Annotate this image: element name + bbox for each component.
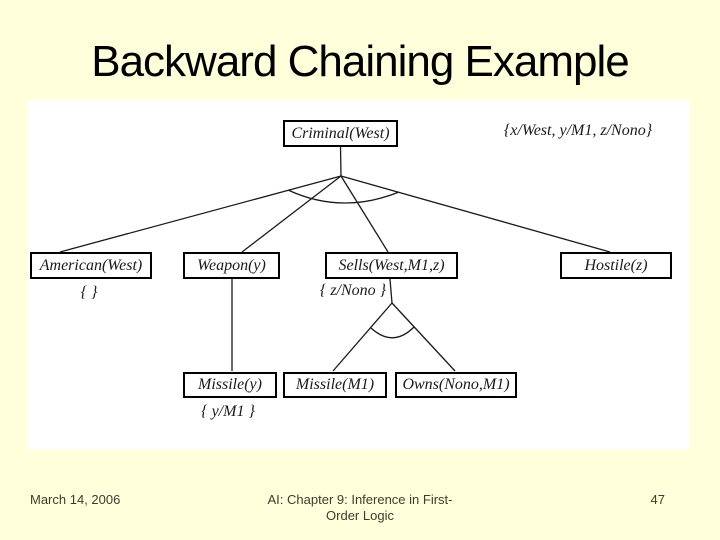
node-hostile-z: Hostile(z)	[560, 252, 672, 279]
edge-criminal-american	[59, 175, 342, 253]
footer-course-title: AI: Chapter 9: Inference in First- Order…	[180, 492, 540, 524]
node-missile-y: Missile(y)	[183, 372, 277, 398]
proof-tree-diagram: {x/West, y/M1, z/Nono} Criminal(West) Am…	[28, 100, 690, 450]
node-weapon-y: Weapon(y)	[183, 252, 280, 279]
node-american-west: American(West)	[30, 252, 152, 279]
edge-criminal-hostile	[340, 175, 611, 253]
substitution-global: {x/West, y/M1, z/Nono}	[503, 122, 653, 139]
node-sells-west-m1-z: Sells(West,M1,z)	[325, 252, 458, 279]
slide-title: Backward Chaining Example	[91, 37, 630, 86]
edge-sells-stem	[389, 278, 393, 304]
node-criminal-west: Criminal(West)	[283, 120, 398, 147]
and-arc-sells	[370, 326, 415, 339]
edge-criminal-weapon	[241, 175, 342, 253]
substitution-sells: { z/Nono }	[319, 282, 387, 299]
node-owns-nono-m1: Owns(Nono,M1)	[395, 372, 517, 398]
footer-course-line2: Order Logic	[326, 508, 394, 523]
substitution-american: { }	[80, 284, 98, 301]
tree-edges	[59, 146, 611, 372]
edge-sells-missile-m1	[332, 302, 393, 372]
footer-page-number: 47	[650, 492, 665, 507]
edge-sells-owns	[391, 302, 456, 372]
substitution-missile-y: { y/M1 }	[201, 403, 255, 420]
and-arc-criminal	[287, 189, 400, 204]
footer-course-line1: AI: Chapter 9: Inference in First-	[267, 492, 453, 507]
node-missile-m1: Missile(M1)	[283, 372, 387, 398]
footer-date: March 14, 2006	[30, 492, 121, 507]
edge-criminal-stem	[339, 146, 342, 177]
edge-criminal-sells	[340, 175, 389, 253]
